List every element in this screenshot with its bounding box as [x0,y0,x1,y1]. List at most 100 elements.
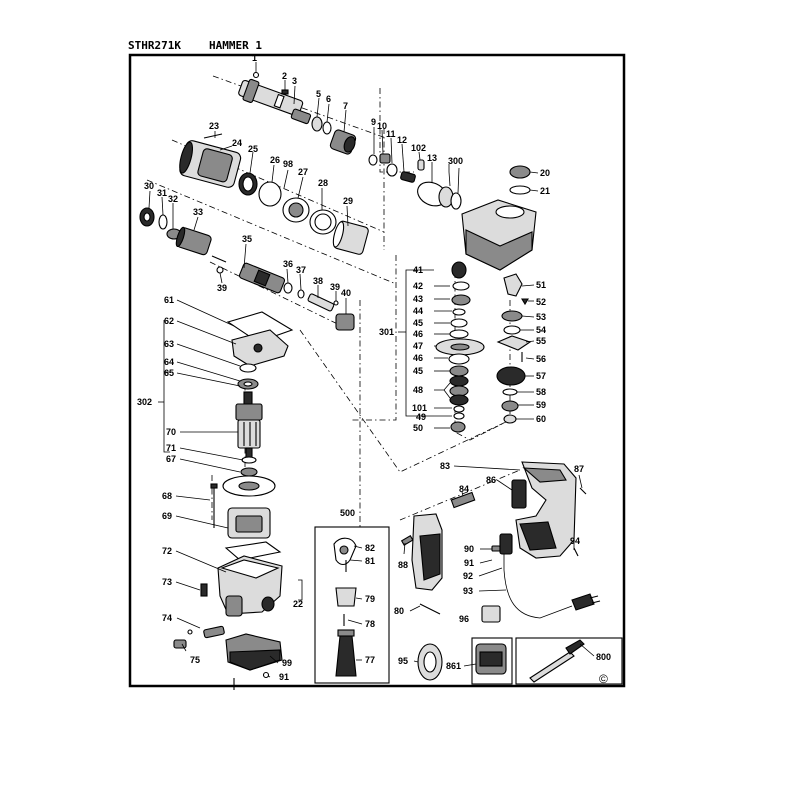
part-label: 22 [293,599,303,609]
gear-shaft-group [496,273,532,424]
part-label: 78 [365,619,375,629]
part-label: 1 [252,53,257,63]
part-label: 26 [270,155,280,165]
part-label: 46 [413,329,423,339]
part-label: 48 [413,385,423,395]
part-label: 60 [536,414,546,424]
sheet-title: HAMMER 1 [208,39,262,52]
group-label: 302 [137,397,152,407]
part-label: 61 [164,295,174,305]
part-label: 861 [446,661,461,671]
group-label: 300 [448,156,463,166]
part-label: 73 [162,577,172,587]
group-label: 500 [340,508,355,518]
part-label: 75 [190,655,200,665]
part-label: 81 [365,556,375,566]
part-label: 92 [463,571,473,581]
part-label: 49 [416,412,426,422]
part-label: 72 [162,546,172,556]
part-label: 21 [540,186,550,196]
cylinder-assembly [179,133,369,255]
gear-housing-300 [461,199,537,271]
part-label: 800 [596,652,611,662]
part-label: 67 [166,454,176,464]
part-label: 59 [536,400,546,410]
part-label: 88 [398,560,408,570]
part-label: 55 [536,336,546,346]
part-label: 77 [365,655,375,665]
part-number-labels: 1 2 3 5 6 7 9 10 11 12 102 13 300 20 21 … [137,53,611,686]
leader-lines [148,62,595,678]
part-label: 95 [398,656,408,666]
part-label: 10 [377,121,387,131]
part-label: 64 [164,357,174,367]
part-label: 30 [144,181,154,191]
part-label: 32 [168,194,178,204]
part-label: 101 [412,403,427,413]
part-label: 23 [209,121,219,131]
part-label: 7 [343,101,348,111]
group-label: 301 [379,327,394,337]
part-label: 71 [166,443,176,453]
part-label: 51 [536,280,546,290]
part-label: 47 [413,341,423,351]
part-label: 65 [164,368,174,378]
part-label: 74 [162,613,172,623]
part-label: 87 [574,464,584,474]
part-label: 96 [459,614,469,624]
part-label: 82 [365,543,375,553]
part-label: 31 [157,188,167,198]
diagram-header: STHR271K HAMMER 1 [128,39,290,52]
part-label: 42 [413,281,423,291]
part-label: 54 [536,325,546,335]
part-label: 39 [217,283,227,293]
part-label: 99 [282,658,292,668]
part-label: 98 [283,159,293,169]
part-label: 38 [313,276,323,286]
part-label: 2 [282,71,287,81]
part-label: 25 [248,144,258,154]
part-label: 27 [298,167,308,177]
diagram-frame [128,53,626,688]
part-label: 11 [386,129,396,139]
part-label: 91 [279,672,289,682]
part-label: 12 [397,135,407,145]
part-label: 69 [162,511,172,521]
part-label: 33 [193,207,203,217]
part-label: 20 [540,168,550,178]
part-label: 24 [232,138,242,148]
part-label: 70 [166,427,176,437]
part-label: 83 [440,461,450,471]
tool-holder-assembly [139,207,355,331]
part-label: 9 [371,117,376,127]
part-label: 62 [164,316,174,326]
part-label: 63 [164,339,174,349]
model-number: STHR271K [128,39,181,52]
part-label: 52 [536,297,546,307]
part-label: 36 [283,259,293,269]
part-label: 102 [411,143,426,153]
part-label: 13 [427,153,437,163]
part-label: 5 [316,89,321,99]
part-label: 79 [365,594,375,604]
side-handle-kit-500 [314,526,390,684]
handle-assembly [400,461,601,623]
part-label: 37 [296,265,306,275]
part-label: 46 [413,353,423,363]
part-label: 3 [292,76,297,86]
part-label: 29 [343,196,353,206]
part-label: 50 [413,423,423,433]
part-label: 56 [536,354,546,364]
part-label: 91 [464,558,474,568]
part-label: 28 [318,178,328,188]
part-label: 94 [570,536,580,546]
part-label: 86 [486,475,496,485]
bottom-accessories [417,637,623,685]
part-label: 35 [242,234,252,244]
gear-stack-301 [435,261,485,433]
part-label: 90 [464,544,474,554]
copyright-mark: © [599,672,608,686]
part-label: 45 [413,366,423,376]
part-label: 6 [326,94,331,104]
